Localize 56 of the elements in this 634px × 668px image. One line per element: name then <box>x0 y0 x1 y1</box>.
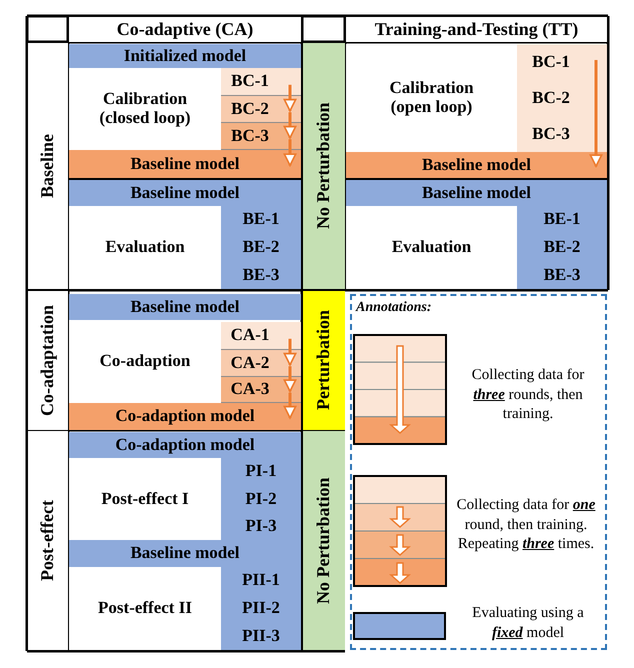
condition-band: No Perturbation <box>303 43 345 289</box>
arrow <box>284 392 296 419</box>
trial-cell: CA-2 <box>221 350 301 377</box>
trial-label: BC-3 <box>532 124 570 144</box>
phase-label: Evaluation <box>346 206 517 289</box>
id-column <box>221 567 301 650</box>
trial-label: BC-2 <box>532 88 570 108</box>
arrow <box>284 139 296 166</box>
arrow <box>284 112 296 139</box>
model-bar: Initialized model <box>69 44 301 68</box>
column-header: Co-adaptive (CA) <box>69 17 301 42</box>
condition-band: Perturbation <box>303 291 345 430</box>
arrow <box>590 60 602 168</box>
trial-cell: CA-3 <box>221 377 301 403</box>
model-bar: Co-adaption model <box>69 403 301 430</box>
trial-column <box>517 44 607 152</box>
trial-cell: CA-1 <box>221 322 301 350</box>
arrow <box>284 338 296 366</box>
trial-label: BE-3 <box>242 266 280 284</box>
model-bar: Baseline model <box>69 180 301 206</box>
trial-label: PII-3 <box>242 626 280 646</box>
trial-label: PI-3 <box>245 516 277 536</box>
legend-text: Collecting data for three rounds, then training. <box>470 366 586 424</box>
model-bar: Co-adaption model <box>69 432 301 458</box>
trial-label: PII-2 <box>242 599 280 618</box>
arrow <box>284 84 296 112</box>
legend-text: Collecting data for one round, then training. Repeating three times. <box>456 496 596 554</box>
trial-label: BE-2 <box>242 238 280 257</box>
row-header: Post-effect <box>28 431 68 650</box>
model-bar: Baseline model <box>346 152 607 178</box>
column-header: Training-and-Testing (TT) <box>346 17 607 42</box>
phase-label: Post-effect II <box>69 567 221 650</box>
arrow <box>284 366 296 392</box>
trial-label: BE-1 <box>242 210 280 230</box>
trial-label: BE-1 <box>544 210 580 230</box>
row-header: Baseline <box>28 43 68 289</box>
annotation-heading: Annotations: <box>356 300 432 316</box>
trial-cell: BC-3 <box>221 123 301 150</box>
trial-label: PI-1 <box>245 462 277 481</box>
model-bar: Baseline model <box>69 150 301 178</box>
trial-label: BC-1 <box>532 52 570 72</box>
legend-text: Evaluating using a fixed model <box>471 604 585 642</box>
condition-band: No Perturbation <box>303 431 345 650</box>
id-column <box>517 206 607 289</box>
model-bar: Baseline model <box>69 540 301 567</box>
trial-label: BE-3 <box>544 266 580 284</box>
trial-cell: BC-1 <box>221 68 301 96</box>
trial-label: PI-2 <box>245 490 277 508</box>
phase-label: Evaluation <box>69 206 221 289</box>
id-column <box>221 206 301 289</box>
trial-label: PII-1 <box>242 571 280 590</box>
model-bar: Baseline model <box>69 294 301 320</box>
row-header: Co-adaptation <box>28 291 68 430</box>
model-bar: Baseline model <box>346 180 607 206</box>
trial-cell: BC-2 <box>221 96 301 123</box>
trial-label: BE-2 <box>544 238 580 257</box>
